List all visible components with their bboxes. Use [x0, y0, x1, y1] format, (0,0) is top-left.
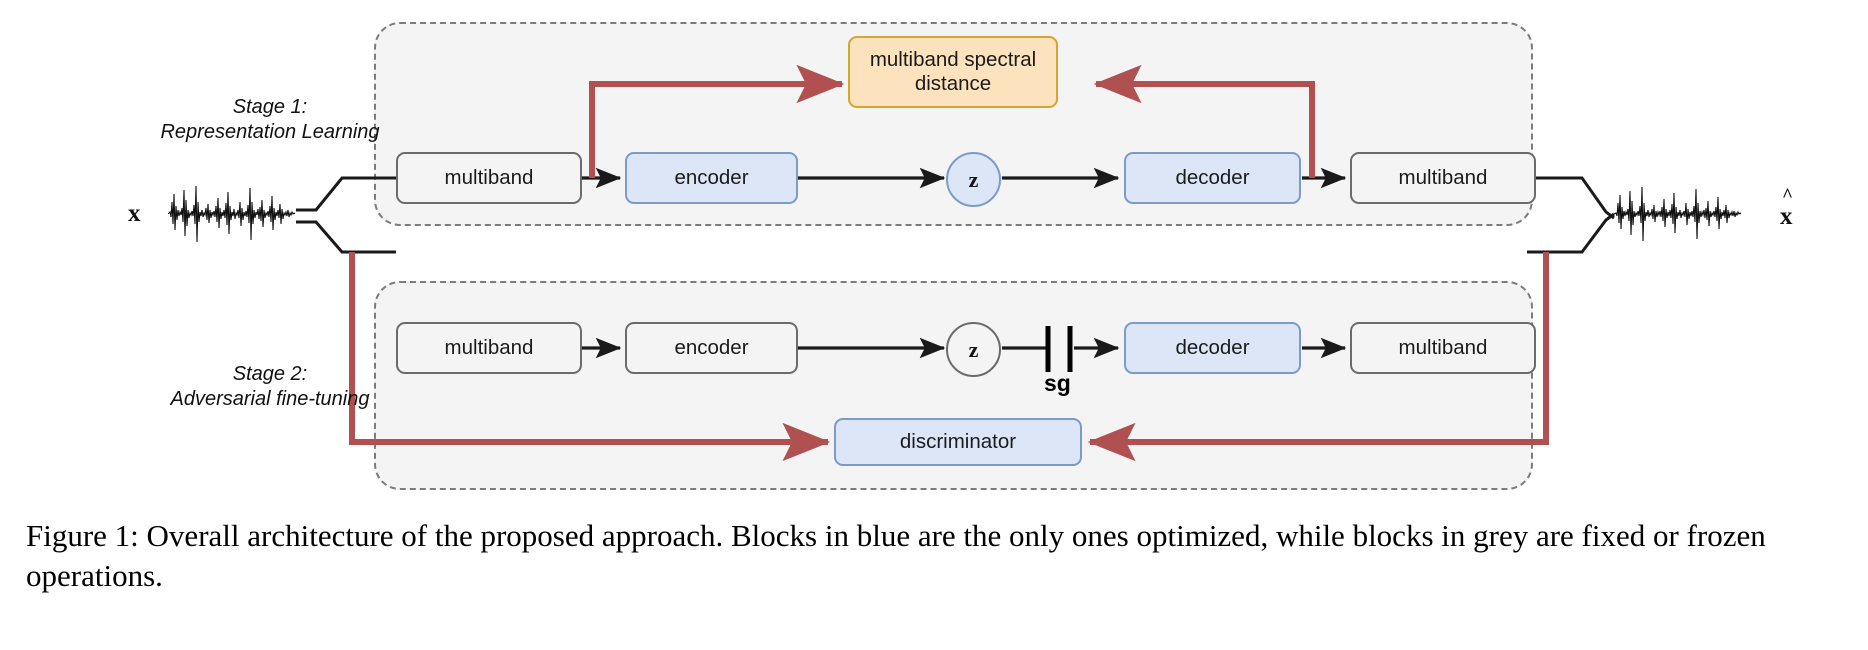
node-label: encoder: [674, 335, 749, 359]
node-s2-multiband-analysis[interactable]: multiband: [396, 322, 582, 374]
node-s2-latent-z[interactable]: z: [946, 322, 1001, 377]
connector-layer: [296, 64, 1615, 462]
node-label: decoder: [1175, 165, 1250, 189]
figure-caption: Figure 1: Overall architecture of the pr…: [26, 518, 1766, 593]
output-variable-label: x: [1780, 203, 1793, 230]
node-label: decoder: [1175, 335, 1250, 359]
node-label: multiband: [1398, 165, 1488, 189]
node-s1-multiband-spectral-distance[interactable]: multiband spectral distance: [848, 36, 1058, 108]
input-variable-label: x: [128, 200, 141, 227]
node-s2-discriminator[interactable]: discriminator: [834, 418, 1082, 466]
audio-waveform-input: [168, 185, 296, 243]
stage2-adversarial-arrows: [349, 252, 1549, 462]
node-label: multiband spectral distance: [869, 47, 1037, 95]
node-s2-encoder[interactable]: encoder: [625, 322, 798, 374]
architecture-diagram: Stage 1: Representation Learning multiba…: [128, 22, 1794, 490]
output-hat-icon: ^: [1782, 185, 1794, 206]
node-label: multiband: [1398, 335, 1488, 359]
node-s1-encoder[interactable]: encoder: [625, 152, 798, 204]
output-merge-wires: [1527, 176, 1615, 254]
latent-label: z: [968, 166, 979, 192]
stage1-loss-arrows: [589, 64, 1315, 178]
stage-1-label: Stage 1: Representation Learning: [160, 96, 380, 143]
input-split-wires: [296, 176, 396, 254]
node-s2-multiband-synthesis[interactable]: multiband: [1350, 322, 1536, 374]
node-label: discriminator: [899, 429, 1017, 453]
node-s1-decoder[interactable]: decoder: [1124, 152, 1301, 204]
node-label: multiband: [444, 165, 534, 189]
node-s1-multiband-analysis[interactable]: multiband: [396, 152, 582, 204]
node-label: multiband: [444, 335, 534, 359]
audio-waveform-output: [1614, 186, 1742, 242]
node-s2-decoder[interactable]: decoder: [1124, 322, 1301, 374]
stage-2-label: Stage 2: Adversarial fine-tuning: [170, 363, 370, 410]
node-s1-latent-z[interactable]: z: [946, 152, 1001, 207]
node-s1-multiband-synthesis[interactable]: multiband: [1350, 152, 1536, 204]
latent-label: z: [968, 336, 979, 362]
stop-gradient-bars: [1045, 326, 1073, 372]
stop-gradient-label: sg: [1044, 370, 1071, 396]
node-label: encoder: [674, 165, 749, 189]
